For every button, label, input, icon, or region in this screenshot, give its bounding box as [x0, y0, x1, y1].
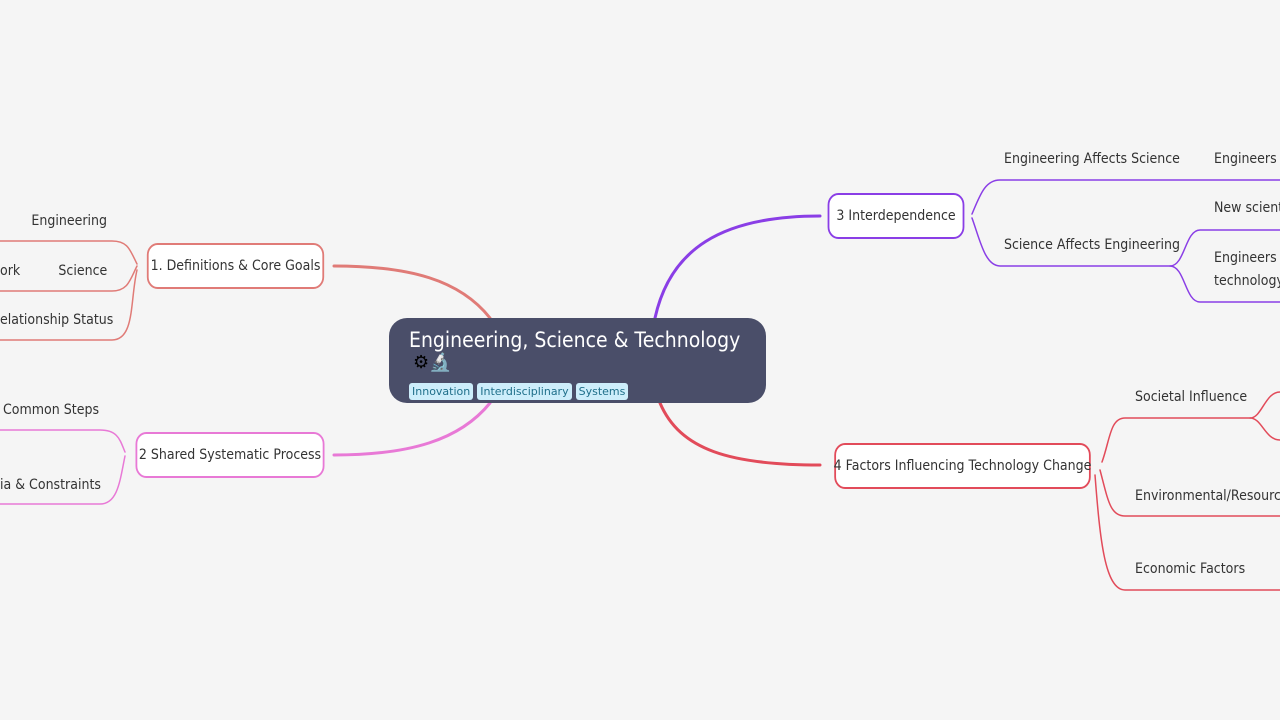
- branch-line-process: [332, 401, 492, 457]
- branch-definitions-label: 1. Definitions & Core Goals: [150, 258, 321, 274]
- interdependence-grandchild-3[interactable]: Engineers a: [1214, 250, 1280, 266]
- factors-child-societal[interactable]: Societal Influence: [1135, 389, 1248, 405]
- interdependence-sublines: [971, 179, 1280, 303]
- root-title: Engineering, Science & Technology: [409, 328, 741, 352]
- branch-interdependence-label: 3 Interdependence: [836, 208, 956, 224]
- branch-process[interactable]: 2 Shared Systematic Process: [135, 432, 325, 478]
- branch-line-definitions: [332, 264, 492, 320]
- branch-definitions[interactable]: 1. Definitions & Core Goals: [146, 243, 325, 289]
- definitions-child-engineering[interactable]: Engineering: [31, 213, 107, 229]
- interdependence-grandchild-4[interactable]: technology: [1214, 273, 1280, 289]
- root-tags: Innovation Interdisciplinary Systems: [409, 383, 746, 400]
- interdependence-grandchild-1[interactable]: Engineers c: [1214, 151, 1280, 167]
- branch-line-interdependence: [653, 214, 822, 320]
- factors-sublines: [1094, 391, 1280, 591]
- tag-systems[interactable]: Systems: [575, 383, 629, 400]
- process-child-criteria[interactable]: ia & Constraints: [0, 477, 101, 493]
- branch-factors[interactable]: 4 Factors Influencing Technology Change: [834, 443, 1091, 489]
- definitions-child-framework[interactable]: ork: [0, 263, 21, 279]
- branch-factors-label: 4 Factors Influencing Technology Change: [833, 458, 1092, 474]
- interdependence-child-eng-affects-sci[interactable]: Engineering Affects Science: [1004, 151, 1180, 167]
- definitions-child-relationship[interactable]: elationship Status: [0, 312, 114, 328]
- factors-child-environmental[interactable]: Environmental/Resource: [1135, 488, 1280, 504]
- branch-interdependence[interactable]: 3 Interdependence: [827, 193, 965, 239]
- process-sublines: [0, 429, 126, 505]
- tag-innovation[interactable]: Innovation: [409, 383, 474, 400]
- interdependence-child-sci-affects-eng[interactable]: Science Affects Engineering: [1004, 237, 1180, 253]
- definitions-sublines: [0, 240, 138, 341]
- branch-process-label: 2 Shared Systematic Process: [138, 447, 322, 463]
- tag-interdisciplinary[interactable]: Interdisciplinary: [477, 383, 572, 400]
- definitions-child-science[interactable]: Science: [58, 263, 107, 279]
- gear-microscope-icons: ⚙🔬: [413, 352, 452, 373]
- root-node[interactable]: Engineering, Science & Technology⚙🔬 Inno…: [389, 318, 766, 403]
- interdependence-grandchild-2[interactable]: New scient: [1214, 200, 1280, 216]
- factors-child-economic[interactable]: Economic Factors: [1135, 561, 1246, 577]
- branch-line-factors: [658, 401, 822, 467]
- process-child-common-steps[interactable]: Common Steps: [3, 402, 100, 418]
